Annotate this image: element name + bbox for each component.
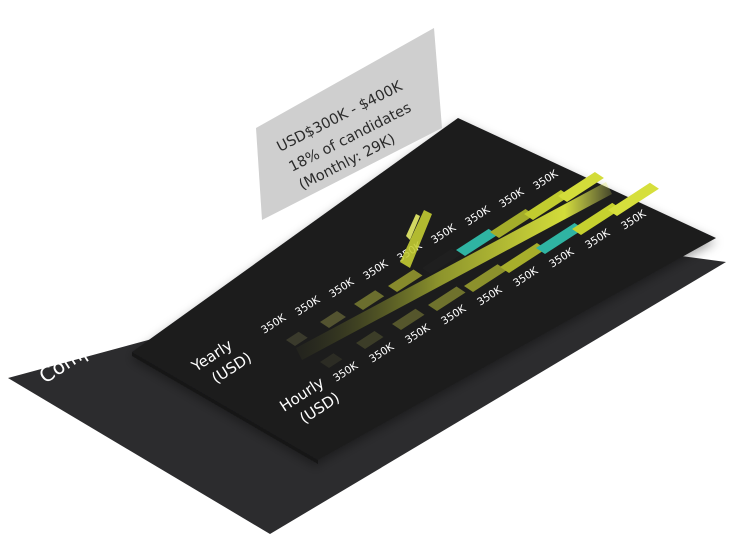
yearly-bar[interactable] <box>456 228 498 256</box>
hourly-bars <box>320 182 659 368</box>
hourly-bar[interactable] <box>536 222 584 254</box>
yearly-bar[interactable] <box>320 310 346 328</box>
yearly-bar[interactable] <box>388 269 423 292</box>
hourly-bar[interactable] <box>428 286 466 311</box>
yearly-bar[interactable] <box>524 190 570 220</box>
hourly-bar[interactable] <box>320 353 343 368</box>
yearly-bar[interactable] <box>354 290 385 310</box>
hourly-bar[interactable] <box>608 182 659 216</box>
hourly-bar[interactable] <box>356 331 384 349</box>
hourly-bar[interactable] <box>500 243 546 273</box>
selected-bar-marker <box>400 210 432 268</box>
hourly-bar[interactable] <box>392 308 425 330</box>
hourly-bar[interactable] <box>464 264 507 292</box>
hourly-bar[interactable] <box>572 202 622 235</box>
tooltip-box <box>256 28 442 220</box>
yearly-bars <box>286 172 604 346</box>
yearly-bar[interactable] <box>558 172 604 202</box>
yearly-bar[interactable] <box>422 248 461 274</box>
divider-beam <box>296 182 612 360</box>
yearly-bar[interactable] <box>490 208 535 238</box>
yearly-bar[interactable] <box>286 331 308 346</box>
